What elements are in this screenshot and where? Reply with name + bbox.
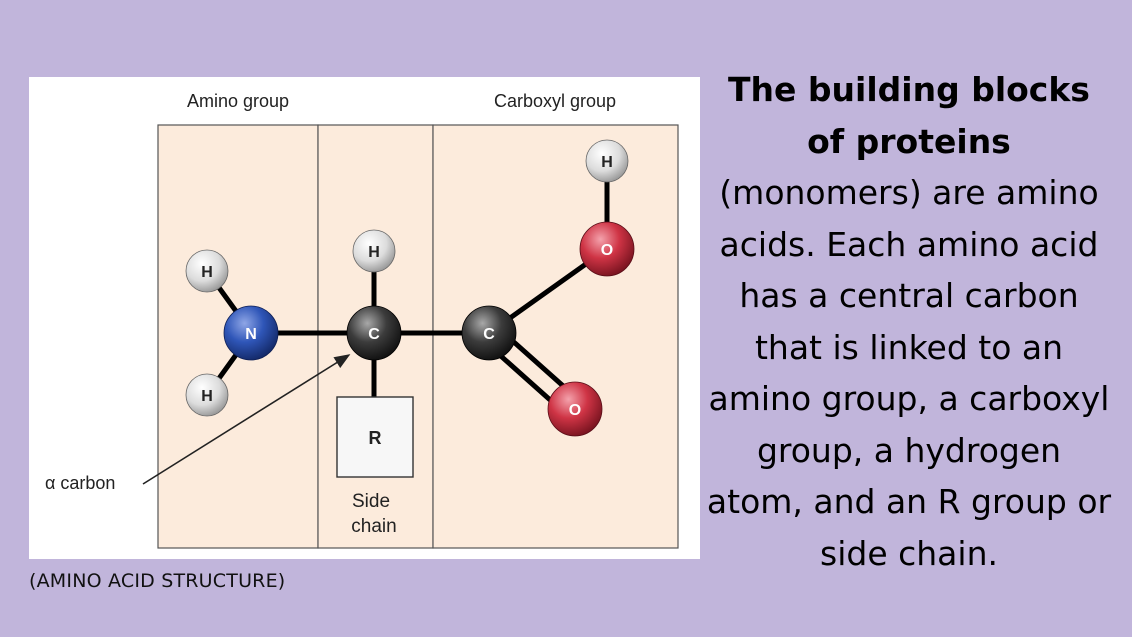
svg-text:C: C: [483, 326, 495, 343]
atom-c-alpha: C: [346, 305, 402, 361]
svg-text:O: O: [569, 402, 581, 419]
svg-text:H: H: [201, 264, 213, 281]
atom-h-hydroxyl: H: [585, 139, 629, 183]
svg-text:H: H: [601, 154, 613, 171]
r-group-box: [336, 396, 414, 478]
side-chain-label-line1: Side: [352, 491, 390, 512]
side-chain-label-line2: chain: [351, 516, 396, 537]
amino-group-label: Amino group: [187, 91, 289, 111]
description-body: (monomers) are amino acids. Each amino a…: [706, 173, 1112, 573]
r-group-label: R: [369, 428, 382, 448]
svg-text:C: C: [368, 326, 380, 343]
atom-o-double: O: [547, 381, 603, 437]
atom-h-alpha: H: [352, 229, 396, 273]
alpha-carbon-label: α carbon: [45, 473, 115, 493]
atom-h-amino-top: H: [185, 249, 229, 293]
atom-o-hydroxyl: O: [579, 221, 635, 277]
description-bold-lead: The building blocks of proteins: [728, 70, 1090, 161]
alpha-carbon-arrow: [142, 354, 351, 485]
svg-text:O: O: [601, 242, 613, 259]
atom-c-carboxyl: C: [461, 305, 517, 361]
svg-text:N: N: [245, 326, 257, 343]
atom-nitrogen: N: [223, 305, 279, 361]
amino-acid-diagram: Amino group Carboxyl group α carbon R Si…: [29, 77, 700, 559]
svg-text:H: H: [368, 244, 380, 261]
diagram-svg: Amino group Carboxyl group α carbon R Si…: [45, 91, 679, 549]
atom-h-amino-bottom: H: [185, 373, 229, 417]
diagram-caption: (AMINO ACID STRUCTURE): [29, 570, 286, 592]
carboxyl-group-label: Carboxyl group: [494, 91, 616, 111]
svg-text:H: H: [201, 388, 213, 405]
description-text: The building blocks of proteins (monomer…: [704, 64, 1114, 579]
